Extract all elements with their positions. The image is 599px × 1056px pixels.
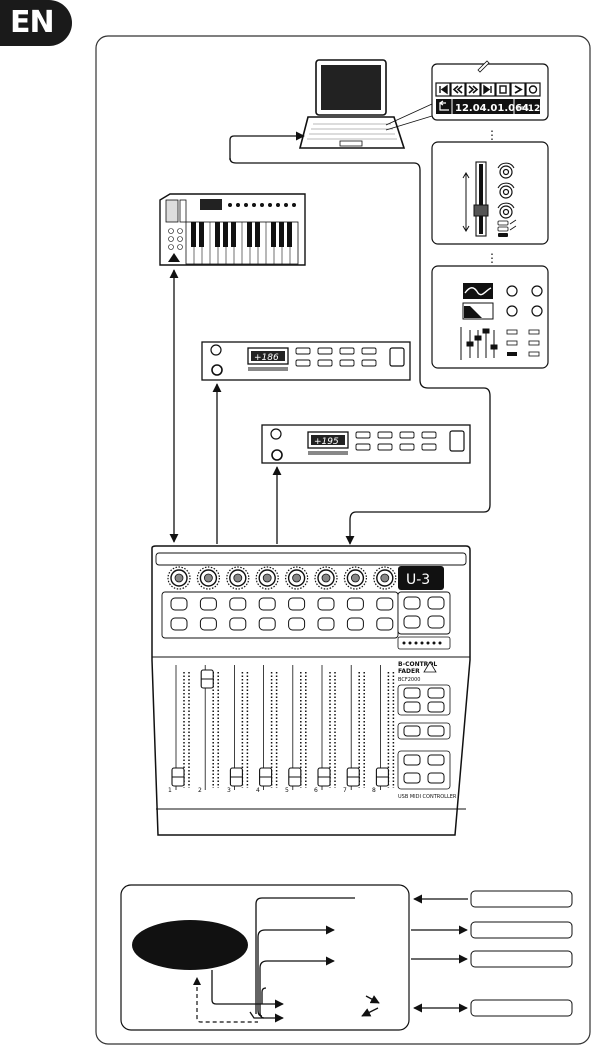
model-number: BCF2000	[398, 677, 420, 683]
fader-strip	[346, 665, 365, 790]
fader-strip	[229, 665, 249, 790]
encoder-knobs	[167, 566, 397, 590]
controller-bcf2000: U-3 1 2 3 4 5 6 7 8 B-CONTROL FADER BCF2…	[151, 545, 471, 836]
midi-device-1: +186	[201, 341, 411, 381]
continuation-dots: ⋮	[486, 128, 498, 142]
flow-box-3	[470, 950, 573, 968]
play-icon	[514, 85, 523, 94]
pencil-icon	[477, 60, 490, 73]
skip-back-icon	[439, 84, 448, 95]
controller-button	[376, 617, 394, 631]
controller-button	[170, 617, 188, 631]
diagram-frame	[95, 35, 591, 1045]
central-node	[132, 920, 248, 970]
continuation-dots: ⋮	[486, 251, 498, 265]
channel-number: 6	[314, 787, 318, 794]
channel-number: 3	[227, 787, 231, 794]
flow-box-2	[470, 921, 573, 939]
controller-button	[229, 597, 247, 611]
transport-panel: 12.04.01.064 ♩=120	[431, 60, 549, 121]
controller-button	[288, 617, 306, 631]
fader-strip	[288, 665, 307, 790]
controller-button	[229, 617, 247, 631]
eq-panel	[431, 265, 549, 369]
encoder-knob	[226, 566, 250, 590]
channel-number: 2	[198, 787, 202, 794]
language-badge: EN	[0, 0, 72, 46]
controller-button	[346, 597, 364, 611]
knob-icons	[499, 165, 513, 219]
midi-device-2: +195	[261, 424, 471, 464]
encoder-knob	[196, 566, 220, 590]
encoder-knob	[373, 566, 397, 590]
fader-strip	[375, 665, 395, 790]
controller-button	[258, 597, 276, 611]
laptop-icon	[298, 59, 406, 149]
controller-bottom-label: USB MIDI CONTROLLER	[398, 794, 457, 800]
skip-forward-icon	[483, 84, 492, 95]
controller-button	[317, 617, 335, 631]
device-2-display: +195	[314, 437, 339, 447]
channel-number: 8	[372, 787, 376, 794]
button-icons	[497, 219, 517, 237]
fast-forward-icon	[468, 85, 479, 94]
loop-icon	[438, 100, 449, 111]
button-rows	[170, 597, 394, 631]
eq-buttons	[506, 329, 540, 357]
signal-flow-diagram	[120, 884, 573, 1031]
flow-box-1	[470, 890, 573, 908]
fader-strips	[171, 665, 395, 790]
encoder-knob	[314, 566, 338, 590]
tempo-display: ♩=120	[516, 104, 547, 114]
controller-button	[258, 617, 276, 631]
timecode-display: 12.04.01.064	[455, 103, 529, 114]
controller-button	[288, 597, 306, 611]
controller-button	[199, 597, 217, 611]
flow-box-4	[470, 999, 573, 1017]
transport-buttons	[435, 82, 541, 97]
eq-sliders	[460, 327, 498, 360]
controller-button	[346, 617, 364, 631]
fader-panel	[431, 141, 549, 245]
controller-button	[199, 617, 217, 631]
controller-button	[170, 597, 188, 611]
encoder-knob	[167, 566, 191, 590]
encoder-knob	[255, 566, 279, 590]
rewind-icon	[452, 85, 463, 94]
channel-number: 5	[285, 787, 289, 794]
controller-button	[317, 597, 335, 611]
stop-icon	[499, 85, 507, 94]
midi-keyboard-icon	[159, 193, 306, 266]
brand-line-2: FADER	[398, 668, 420, 675]
controller-display: U-3	[406, 572, 430, 588]
device-1-display: +186	[254, 353, 279, 363]
brand-line-1: B-CONTROL	[398, 661, 437, 668]
encoder-knob	[343, 566, 367, 590]
eq-knob-icons	[506, 285, 543, 317]
channel-number: 4	[256, 787, 260, 794]
channel-number: 1	[168, 787, 172, 794]
fader-strip	[317, 665, 336, 790]
behringer-logo-icon	[423, 661, 437, 673]
controller-button	[376, 597, 394, 611]
fader-strip	[171, 665, 190, 790]
fader-strip	[259, 665, 278, 790]
channel-number: 7	[343, 787, 347, 794]
connection-lines	[169, 131, 491, 545]
encoder-knob	[285, 566, 309, 590]
fader-strip	[200, 665, 219, 790]
record-icon	[528, 85, 538, 94]
